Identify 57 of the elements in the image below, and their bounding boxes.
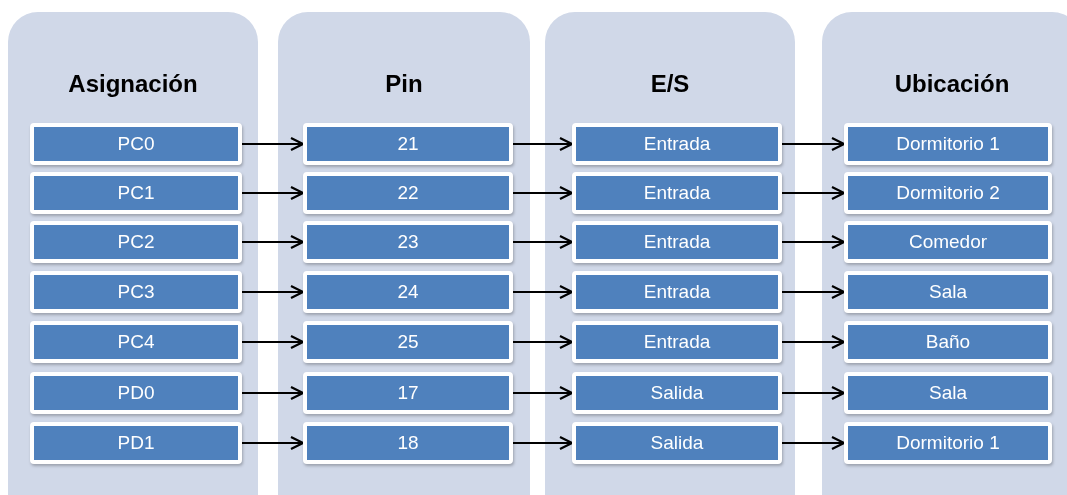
data-box: Sala (844, 372, 1052, 414)
column-panel (545, 12, 795, 495)
column-heading: Ubicación (893, 70, 1011, 98)
arrow (781, 185, 846, 201)
arrow (512, 234, 574, 250)
column-heading: Asignación (67, 70, 199, 98)
arrow (241, 234, 305, 250)
data-box: 22 (303, 172, 513, 214)
data-box: Salida (572, 422, 782, 464)
data-box: Comedor (844, 221, 1052, 263)
data-box: 18 (303, 422, 513, 464)
data-box: PC2 (30, 221, 242, 263)
column-panel (8, 12, 258, 495)
data-box: Entrada (572, 271, 782, 313)
data-box: PC4 (30, 321, 242, 363)
arrow (781, 334, 846, 350)
arrow (241, 136, 305, 152)
data-box: Entrada (572, 123, 782, 165)
data-box: Entrada (572, 321, 782, 363)
data-box: Entrada (572, 221, 782, 263)
arrow (241, 334, 305, 350)
data-box: Dormitorio 1 (844, 422, 1052, 464)
data-box: Baño (844, 321, 1052, 363)
arrow (512, 385, 574, 401)
arrow (781, 136, 846, 152)
data-box: Salida (572, 372, 782, 414)
data-box: Dormitorio 1 (844, 123, 1052, 165)
data-box: 17 (303, 372, 513, 414)
data-box: PC1 (30, 172, 242, 214)
data-box: Sala (844, 271, 1052, 313)
arrow (241, 284, 305, 300)
arrow (512, 136, 574, 152)
arrow (781, 435, 846, 451)
arrow (241, 385, 305, 401)
arrow (512, 185, 574, 201)
arrow (512, 334, 574, 350)
arrow (781, 284, 846, 300)
arrow (781, 385, 846, 401)
data-box: PC0 (30, 123, 242, 165)
column-heading: E/S (649, 70, 691, 98)
arrow (241, 185, 305, 201)
data-box: PD0 (30, 372, 242, 414)
column-heading: Pin (384, 70, 424, 98)
arrow (512, 284, 574, 300)
data-box: PD1 (30, 422, 242, 464)
column-panel (278, 12, 530, 495)
arrow (241, 435, 305, 451)
arrow (781, 234, 846, 250)
data-box: 24 (303, 271, 513, 313)
data-box: Dormitorio 2 (844, 172, 1052, 214)
data-box: 21 (303, 123, 513, 165)
data-box: Entrada (572, 172, 782, 214)
data-box: 25 (303, 321, 513, 363)
column-panel (822, 12, 1067, 495)
arrow (512, 435, 574, 451)
data-box: PC3 (30, 271, 242, 313)
data-box: 23 (303, 221, 513, 263)
